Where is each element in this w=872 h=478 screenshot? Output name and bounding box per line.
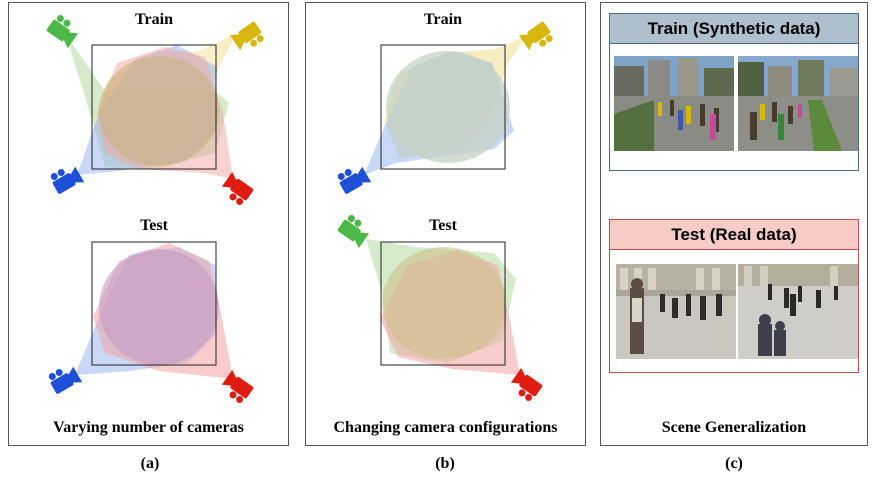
caption: Changing camera configurations [333, 419, 558, 436]
caption: Scene Generalization [661, 419, 807, 436]
test-scene [46, 241, 256, 406]
camera-icon [46, 361, 83, 397]
synthetic-image [738, 56, 858, 151]
panel-label-c: (c) [725, 455, 743, 472]
train-box-title: Train (Synthetic data) [610, 14, 858, 44]
overlap-region [99, 56, 219, 166]
overlap-region [99, 249, 219, 365]
camera-overlap-diagram [335, 19, 556, 404]
camera-icon [218, 171, 256, 208]
panel-label-b: (b) [435, 455, 455, 472]
camera-icon [48, 161, 85, 197]
overlap-region [386, 51, 510, 163]
panel-label-a: (a) [140, 455, 160, 472]
camera-icon [335, 161, 372, 197]
caption: Varying number of cameras [53, 419, 244, 436]
panel-changing-configurations: Train Test Changing camera configuration… [305, 2, 586, 446]
train-scene [335, 19, 556, 197]
camera-icon [335, 212, 373, 249]
camera-icon [518, 19, 556, 55]
scene-area [91, 44, 217, 170]
panel-scene-generalization: Train (Synthetic data) [600, 2, 868, 446]
test-title: Test [429, 217, 457, 234]
camera-icon [229, 19, 267, 55]
train-title: Train [135, 11, 173, 28]
train-scene [44, 12, 267, 208]
test-real-box: Test (Real data) [609, 219, 859, 373]
overlap-region [382, 247, 506, 359]
test-title: Test [140, 217, 168, 234]
train-title: Train [424, 11, 462, 28]
scene-area [380, 44, 506, 170]
camera-overlap-diagram [44, 12, 267, 406]
test-scene [335, 212, 545, 404]
panel-varying-cameras: Train Test Varying number of cameras [8, 2, 289, 446]
real-image [616, 264, 736, 359]
test-box-title: Test (Real data) [610, 220, 858, 250]
camera-icon [44, 12, 82, 49]
synthetic-image [614, 56, 734, 151]
scene-area [380, 241, 506, 366]
scene-area [91, 241, 217, 366]
real-image [738, 264, 858, 359]
train-synthetic-box: Train (Synthetic data) [609, 13, 859, 171]
